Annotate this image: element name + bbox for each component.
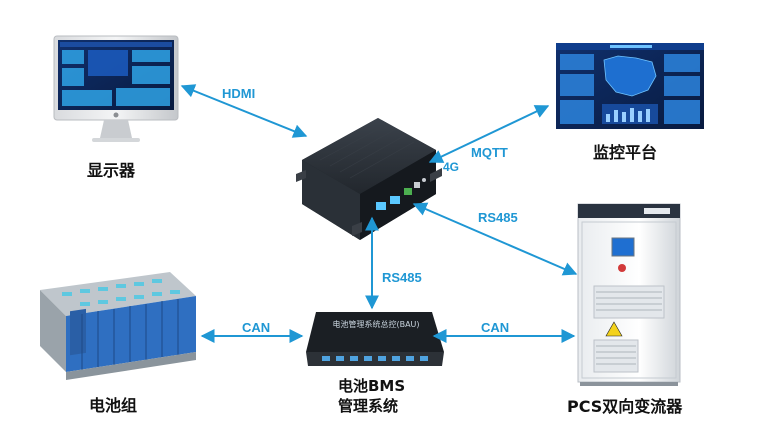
battery-pack xyxy=(40,272,196,380)
mqtt-label: MQTT xyxy=(471,145,508,160)
mqtt-arrow xyxy=(428,105,550,163)
bms-controller: 电池管理系统总控(BAU) xyxy=(306,312,444,366)
rs485-pcs-arrow xyxy=(412,202,578,276)
hdmi-label: HDMI xyxy=(222,86,256,101)
pcs-label: PCS双向变流器 xyxy=(567,397,683,416)
can-battery-label: CAN xyxy=(242,320,271,335)
can-pcs-label: CAN xyxy=(481,320,510,335)
rs485-pcs-label: RS485 xyxy=(478,210,518,225)
bms-label-line1: 电池BMS xyxy=(338,377,406,395)
monitor-device xyxy=(53,35,179,142)
platform-screen xyxy=(556,43,704,129)
battery-label: 电池组 xyxy=(89,396,138,415)
4g-label: 4G xyxy=(443,160,460,174)
gateway-device xyxy=(296,118,442,240)
monitor-label: 显示器 xyxy=(87,161,136,180)
bms-panel-text: 电池管理系统总控(BAU) xyxy=(332,319,419,329)
pcs-cabinet xyxy=(577,203,681,386)
bms-label-line2: 管理系统 xyxy=(338,397,399,415)
hdmi-arrow xyxy=(180,84,308,138)
rs485-bms-label: RS485 xyxy=(382,270,422,285)
platform-label: 监控平台 xyxy=(593,143,658,162)
